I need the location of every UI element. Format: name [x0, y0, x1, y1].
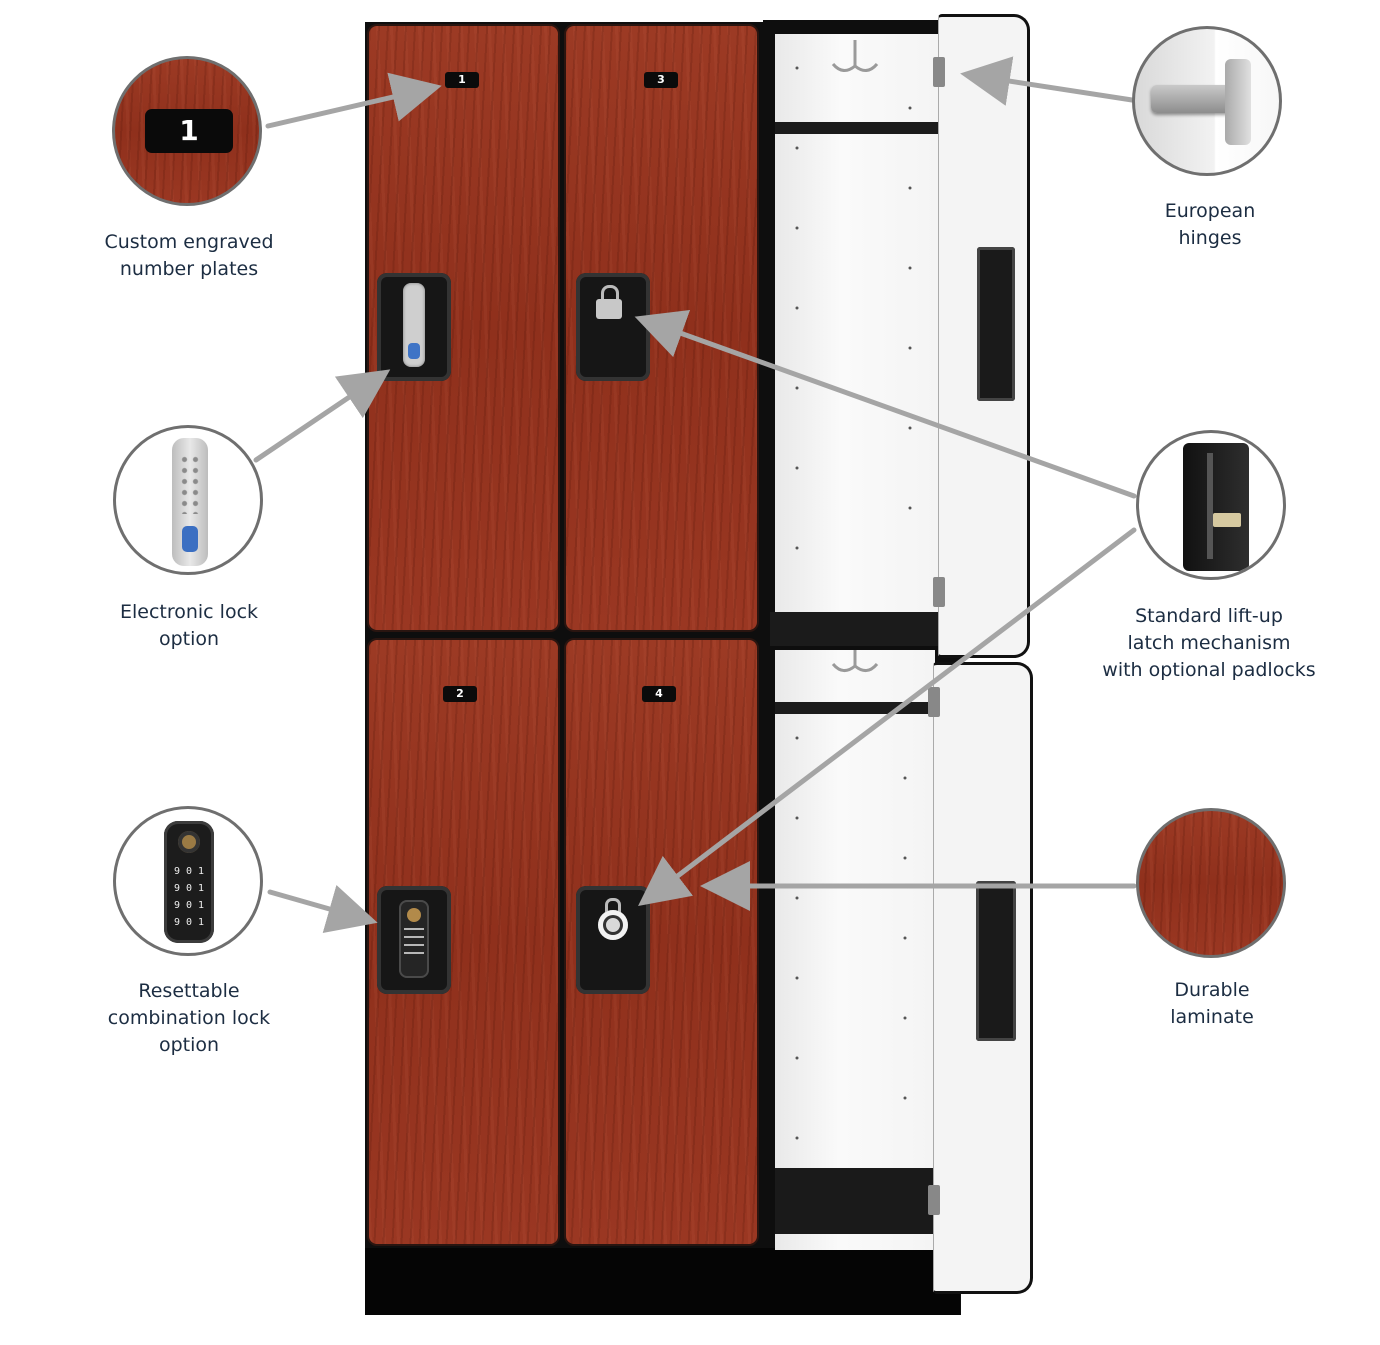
- number-plate-zoom: 1: [145, 109, 233, 153]
- latch-detail: [1136, 430, 1286, 580]
- arrow-latch-padlock: [634, 309, 1137, 499]
- electronic-keypad-icon: [172, 438, 208, 566]
- number-plate-2: 2: [443, 686, 477, 702]
- latch-mechanism: [977, 247, 1015, 401]
- padlock-latch[interactable]: [576, 273, 650, 381]
- open-door-bottom[interactable]: [928, 662, 1033, 1294]
- electronic-lock[interactable]: [377, 273, 451, 381]
- coat-hook-icon: [795, 40, 912, 1140]
- combination-lock[interactable]: [377, 886, 451, 994]
- latch-mechanism-icon: [1183, 443, 1249, 571]
- hinge-detail: [1132, 26, 1282, 176]
- arrow-hinges: [960, 56, 1135, 106]
- dial-row: 9 0 1: [173, 866, 205, 877]
- locker-door-4[interactable]: [564, 638, 759, 1246]
- number-plate-3: 3: [644, 72, 678, 88]
- arrow-combination-lock: [267, 884, 378, 934]
- combination-lock-detail: 9 0 1 9 0 1 9 0 1 9 0 1: [113, 806, 263, 956]
- locker-base: [365, 1248, 960, 1315]
- locker-bank: 1 3 2 4: [365, 14, 1040, 1315]
- latch-label: Standard lift-up latch mechanism with op…: [1102, 605, 1316, 681]
- arrow-electronic-lock: [253, 369, 391, 463]
- arrow-number-plate: [265, 72, 442, 129]
- combination-keypad-icon: 9 0 1 9 0 1 9 0 1 9 0 1: [164, 821, 214, 943]
- number-plate-detail: 1: [112, 56, 262, 206]
- hinge-icon: [928, 687, 940, 717]
- keypad-icon: [403, 283, 425, 367]
- electronic-lock-label: Electronic lock option: [119, 601, 259, 650]
- hinge-plate-icon: [1225, 59, 1251, 145]
- number-plate-1: 1: [445, 72, 479, 88]
- combination-keypad-icon: [399, 900, 429, 978]
- hinge-icon: [933, 577, 945, 607]
- locker-floor: [775, 1168, 935, 1234]
- arrow-latch-dial: [638, 527, 1137, 907]
- hinge-icon: [1151, 85, 1231, 113]
- hinges-label: European hinges: [1164, 200, 1256, 249]
- dial-lock-icon: [596, 898, 630, 942]
- shelf: [775, 122, 940, 134]
- open-door-top[interactable]: [933, 14, 1030, 658]
- divider-shelf: [770, 612, 940, 646]
- dial-row: 9 0 1: [173, 883, 205, 894]
- hinge-icon: [928, 1185, 940, 1215]
- dial-row: 9 0 1: [173, 900, 205, 911]
- open-locker-interior-bottom: [775, 650, 935, 1250]
- latch-mechanism: [976, 881, 1016, 1041]
- dial-padlock-latch[interactable]: [576, 886, 650, 994]
- electronic-lock-detail: [113, 425, 263, 575]
- combination-lock-label: Resettable combination lock option: [107, 980, 271, 1056]
- padlock-icon: [596, 285, 622, 319]
- laminate-label: Durable laminate: [1170, 979, 1254, 1028]
- hinge-icon: [933, 57, 945, 87]
- laminate-detail: [1136, 808, 1286, 958]
- number-plate-4: 4: [642, 686, 676, 702]
- dial-row: 9 0 1: [173, 917, 205, 928]
- number-plates-label: Custom engraved number plates: [104, 231, 274, 280]
- locker-door-3[interactable]: [564, 24, 759, 632]
